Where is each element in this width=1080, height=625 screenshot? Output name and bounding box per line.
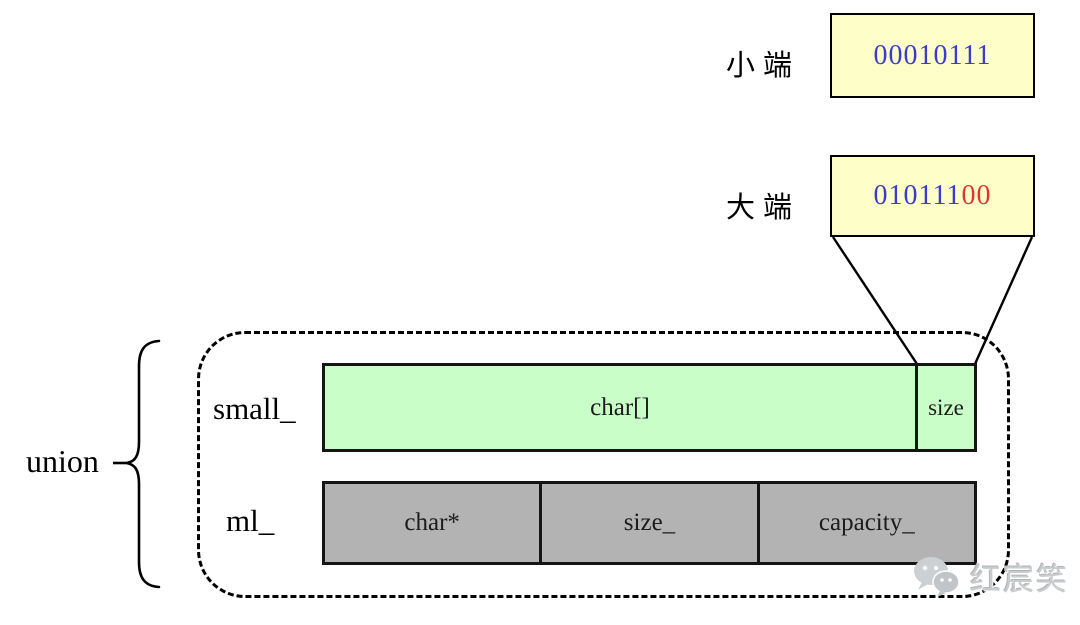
small-char-array-cell: char[]	[590, 393, 650, 421]
ml-row-label: ml_	[226, 503, 275, 538]
ml-capacity-cell: capacity_	[756, 484, 974, 562]
wechat-logo-icon	[914, 556, 960, 597]
little-endian-byte-box: 00010111	[830, 13, 1035, 98]
ml-memory-bar: char* size_ capacity_	[322, 481, 977, 565]
union-dashed-container	[197, 331, 1010, 598]
ml-size-cell: size_	[539, 484, 756, 562]
ml-char-pointer-cell: char*	[404, 509, 460, 536]
big-endian-label: 大端	[726, 192, 801, 224]
small-row-label: small_	[213, 391, 296, 426]
big-endian-bits: 010111	[873, 180, 962, 211]
small-memory-bar: char[] size	[322, 363, 977, 452]
watermark: 红宸笑	[908, 554, 1069, 599]
watermark-text: 红宸笑	[970, 562, 1069, 597]
little-endian-label: 小端	[726, 50, 801, 82]
little-endian-bits: 00010111	[873, 39, 992, 71]
big-endian-bits-tail: 00	[961, 180, 992, 211]
union-label: union	[26, 443, 99, 479]
small-size-cell: size	[915, 366, 974, 449]
